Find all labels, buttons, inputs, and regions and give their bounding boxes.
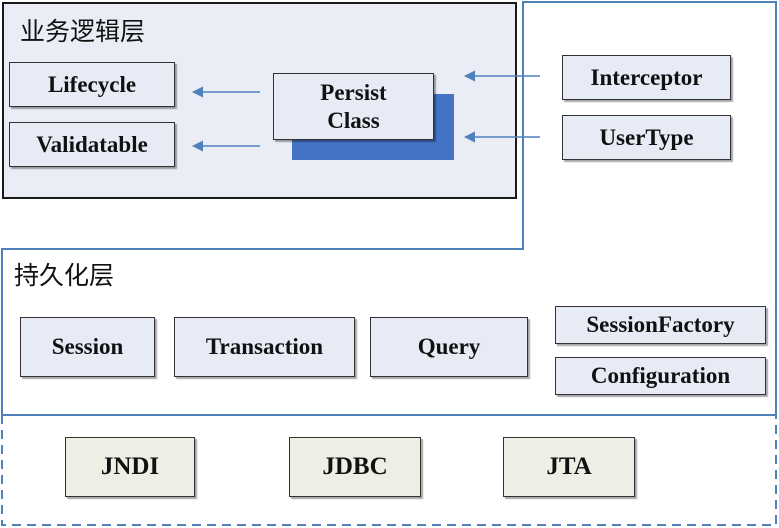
validatable-box: Validatable xyxy=(9,122,175,167)
business-layer-title: 业务逻辑层 xyxy=(20,17,146,46)
interceptor-box: Interceptor xyxy=(562,55,731,100)
sessionfactory-label: SessionFactory xyxy=(586,312,735,338)
sessionfactory-box: SessionFactory xyxy=(555,306,766,344)
validatable-label: Validatable xyxy=(36,131,148,157)
persist-class-line2: Class xyxy=(327,107,380,133)
usertype-box: UserType xyxy=(562,115,731,160)
infrastructure-layer-frame xyxy=(1,415,777,526)
jndi-box: JNDI xyxy=(65,437,195,497)
session-label: Session xyxy=(51,334,124,360)
persist-class-line1: Persist xyxy=(320,79,387,105)
query-box: Query xyxy=(370,317,528,377)
jdbc-label: JDBC xyxy=(322,453,388,480)
jdbc-box: JDBC xyxy=(289,437,421,497)
interceptor-label: Interceptor xyxy=(590,64,703,90)
usertype-label: UserType xyxy=(599,124,694,150)
persist-class-box: Persist Class xyxy=(273,73,434,140)
configuration-box: Configuration xyxy=(555,357,766,395)
persistence-layer-title: 持久化层 xyxy=(14,261,115,290)
jndi-label: JNDI xyxy=(100,453,160,480)
transaction-label: Transaction xyxy=(205,334,324,360)
jta-box: JTA xyxy=(503,437,635,497)
query-label: Query xyxy=(417,334,481,360)
transaction-box: Transaction xyxy=(174,317,355,377)
lifecycle-box: Lifecycle xyxy=(9,62,175,107)
jta-label: JTA xyxy=(546,453,592,480)
session-box: Session xyxy=(20,317,155,377)
lifecycle-label: Lifecycle xyxy=(47,71,137,97)
configuration-label: Configuration xyxy=(590,363,731,389)
